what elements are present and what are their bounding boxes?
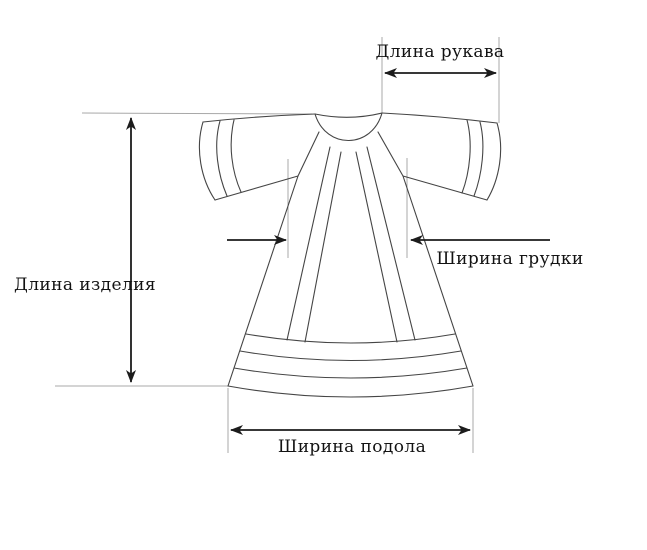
- collar-top-edge: [314, 112, 383, 118]
- hem-bottom-edge: [227, 385, 474, 398]
- hem-band-line-1: [245, 333, 456, 344]
- dimension-labels: Длина рукава Длина изделия Ширина грудки…: [14, 42, 583, 457]
- left-sleeve-underside: [214, 175, 299, 201]
- hem-band-line-3: [233, 367, 468, 379]
- extension-lines: [55, 37, 500, 453]
- right-cuff-stripe-2: [473, 121, 484, 197]
- right-sleeve-underside: [402, 175, 488, 201]
- extension-line-product-top: [81, 112, 313, 115]
- hem-width-label: Ширина подола: [278, 437, 426, 457]
- sleeve-length-label: Длина рукава: [376, 42, 505, 62]
- chest-width-label: Ширина грудки: [436, 249, 583, 269]
- dimension-arrows: [126, 68, 550, 435]
- garment-drawing: [198, 112, 502, 398]
- right-sleeve-top-edge: [381, 112, 498, 124]
- right-cuff-stripe-1: [461, 119, 471, 194]
- right-sleeve-cuff-edge: [486, 122, 502, 201]
- left-panel-stripe-2: [304, 151, 342, 343]
- product-length-label: Длина изделия: [14, 275, 156, 295]
- body-left-side: [227, 131, 320, 387]
- left-cuff-stripe-2: [230, 119, 242, 193]
- hem-band-line-2: [239, 350, 462, 362]
- collar-bottom-edge: [314, 112, 383, 142]
- right-panel-stripe-1: [355, 151, 398, 343]
- body-right-side: [377, 131, 474, 387]
- left-panel-stripe-1: [286, 146, 331, 341]
- left-cuff-stripe-1: [216, 120, 228, 197]
- right-panel-stripe-2: [366, 146, 416, 341]
- left-sleeve-cuff-edge: [198, 121, 216, 201]
- left-sleeve-top-edge: [202, 113, 316, 123]
